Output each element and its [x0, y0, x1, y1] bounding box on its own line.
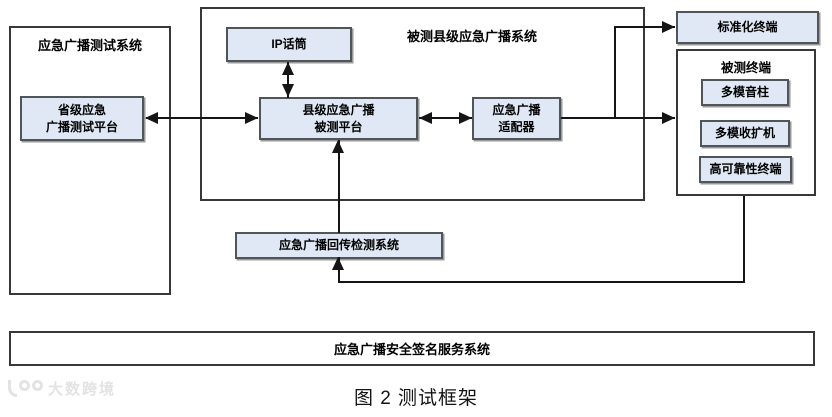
- arrowhead-right-icon: [459, 112, 472, 124]
- adapter-box: 应急广播 适配器: [472, 97, 561, 140]
- test-system-container: 应急广播测试系统: [9, 26, 171, 295]
- test-system-title: 应急广播测试系统: [37, 38, 142, 53]
- connector-return-riser: [338, 257, 340, 283]
- connector-adapter-standard-riser: [614, 27, 616, 118]
- connector-terminal-down-line: [743, 196, 745, 283]
- arrowhead-up-icon: [282, 62, 294, 75]
- arrowhead-down-icon: [282, 84, 294, 97]
- standard-terminal-box: 标准化终端: [676, 11, 819, 44]
- provincial-test-platform-box: 省级应急 广播测试平台: [20, 96, 144, 141]
- arrowhead-right-icon: [662, 21, 675, 33]
- arrowhead-up-icon: [332, 140, 344, 153]
- multimode-speaker-column-box: 多模音柱: [701, 79, 789, 106]
- connector-terminal-return-line: [338, 281, 745, 283]
- figure-caption: 图 2 测试框架: [353, 388, 479, 409]
- arrowhead-left-icon: [145, 112, 158, 124]
- signing-service-box: 应急广播安全签名服务系统: [9, 331, 815, 366]
- ip-microphone-box: IP话筒: [226, 27, 352, 62]
- connector-adapter-terminal-line: [561, 117, 675, 119]
- connector-provincial-county-line: [146, 117, 258, 119]
- multimode-amplifier-box: 多模收扩机: [700, 120, 790, 147]
- watermark-logo-icon: [8, 380, 43, 397]
- connector-adapter-standard-line: [614, 26, 675, 28]
- watermark: 大数跨境: [8, 378, 116, 399]
- arrowhead-left-icon: [419, 112, 432, 124]
- watermark-text: 大数跨境: [48, 381, 117, 398]
- terminal-under-test-title: 被测终端: [720, 61, 771, 75]
- high-reliability-terminal-box: 高可靠性终端: [699, 156, 792, 183]
- arrowhead-right-icon: [662, 112, 675, 124]
- connector-county-adapter-line: [419, 117, 472, 119]
- county-platform-box: 县级应急广播 被测平台: [259, 97, 418, 140]
- connector-ipmic-county-line: [287, 62, 289, 98]
- arrowhead-right-icon: [245, 112, 258, 124]
- return-detection-system-box: 应急广播回传检测系统: [235, 232, 443, 259]
- county-system-title: 被测县级应急广播系统: [407, 29, 538, 44]
- arrowhead-up-icon: [332, 257, 344, 270]
- connector-return-county-line: [338, 140, 340, 233]
